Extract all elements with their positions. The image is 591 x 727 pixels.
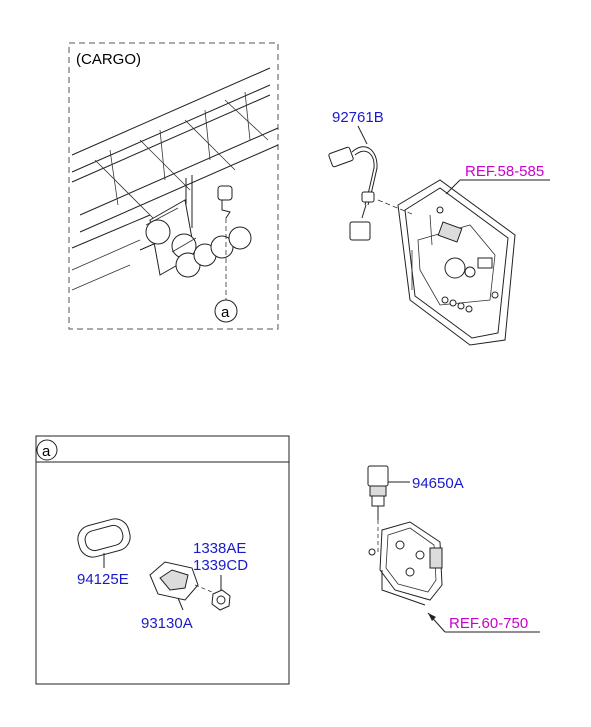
- door-assembly: 92761B: [328, 109, 550, 346]
- cylinder-assembly: [145, 199, 252, 278]
- switch-bracket-assembly: 94650A REF.60-750: [367, 465, 540, 633]
- leader-92761b: [357, 125, 368, 145]
- part-number-1339cd: 1339CD: [193, 557, 248, 574]
- cargo-label: (CARGO): [76, 51, 141, 68]
- part-number-94650a: 94650A: [412, 475, 464, 492]
- part-number-92761b: 92761B: [332, 109, 384, 126]
- part-number-94125e: 94125E: [77, 571, 129, 588]
- part-number-1338ae: 1338AE: [193, 540, 246, 557]
- leader-ref-58-585: [445, 179, 461, 195]
- detail-a-marker: a: [221, 304, 230, 321]
- grommet-illustration: [77, 518, 131, 568]
- door-holes: [441, 296, 473, 313]
- detail-a-header-marker: a: [42, 443, 51, 460]
- cargo-detail-view: (CARGO): [68, 42, 279, 330]
- door-panel-illustration: [397, 179, 516, 346]
- part-number-93130a: 93130A: [141, 615, 193, 632]
- reference-58-585: REF.58-585: [465, 163, 544, 180]
- detail-a-panel: a 94125E 93130A 1338AE 1339CD: [35, 435, 290, 685]
- switch-illustration: [367, 465, 389, 520]
- lamp-illustration: [149, 561, 213, 611]
- bracket-illustration: [368, 521, 443, 606]
- reference-60-750: REF.60-750: [449, 615, 528, 632]
- nut-illustration: [211, 575, 231, 611]
- cargo-lamp-location: a: [214, 185, 238, 323]
- detail-a-frame: [35, 435, 290, 685]
- detail-a-header-circle: [36, 439, 58, 461]
- arrowhead-ref-60-750: [428, 613, 436, 621]
- detail-a-callout: [214, 299, 238, 323]
- cargo-dashed-frame: [68, 42, 279, 330]
- wiring-harness-illustration: [328, 146, 413, 241]
- chassis-frame-illustration: [71, 67, 279, 291]
